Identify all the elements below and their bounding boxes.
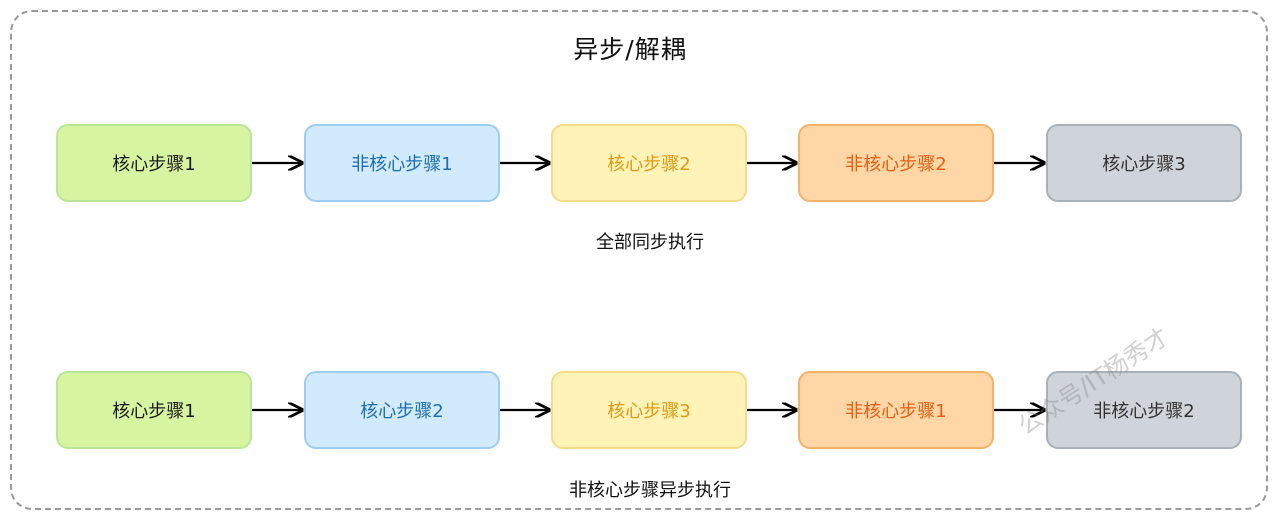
row1-step5-node: 核心步骤3: [1046, 124, 1242, 202]
row2-step1-node: 核心步骤1: [56, 371, 252, 449]
row2-step5-node: 非核心步骤2: [1046, 371, 1242, 449]
row1-caption: 全部同步执行: [596, 232, 704, 253]
row2-step2-node: 核心步骤2: [304, 371, 500, 449]
diagram-frame: [10, 10, 1268, 510]
diagram-title: 异步/解耦: [573, 35, 687, 64]
row1-step2-node: 非核心步骤1: [304, 124, 500, 202]
row2-step4-node: 非核心步骤1: [798, 371, 994, 449]
row2-caption: 非核心步骤异步执行: [569, 480, 731, 501]
row1-step4-node: 非核心步骤2: [798, 124, 994, 202]
row2-step3-node: 核心步骤3: [551, 371, 747, 449]
row1-step3-node: 核心步骤2: [551, 124, 747, 202]
row1-step1-node: 核心步骤1: [56, 124, 252, 202]
